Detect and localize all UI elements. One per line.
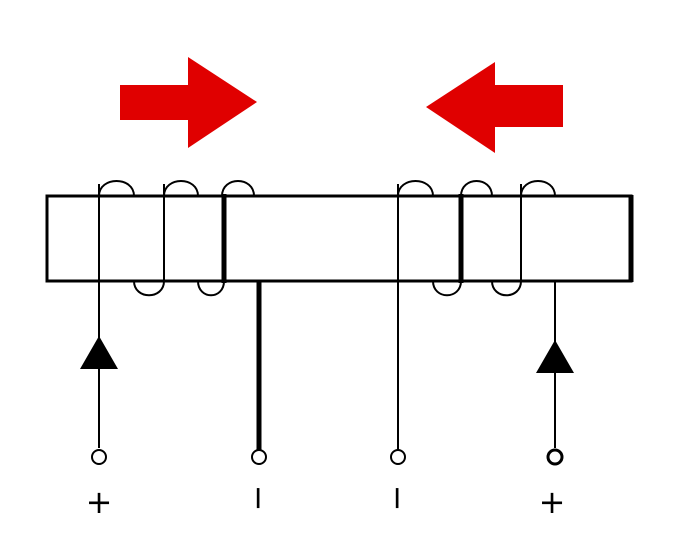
- left-red-arrow: [120, 57, 257, 148]
- right-coil-turn-2: [460, 180, 493, 197]
- left-coil-turn-3: [221, 180, 255, 197]
- right-coil: [397, 180, 556, 297]
- right-coil-under-2: [491, 280, 522, 297]
- left-coil-turn-1: [98, 180, 135, 197]
- terminal-1-label: +: [86, 483, 113, 521]
- terminal-2-circle: [251, 449, 267, 465]
- terminal-3-circle: [390, 449, 406, 465]
- left-coil-under-1: [133, 280, 165, 297]
- core-bar: [45, 194, 633, 283]
- terminal-4-circle: [546, 448, 564, 466]
- right-red-arrow: [426, 62, 563, 153]
- right-coil-turn-3: [520, 180, 556, 197]
- left-coil: [98, 180, 255, 297]
- right-current-arrow: [536, 340, 574, 373]
- left-coil-under-2: [197, 280, 225, 297]
- left-current-arrow: [80, 336, 118, 369]
- right-coil-turn-1: [397, 180, 434, 197]
- terminal-4-label: +: [539, 483, 566, 521]
- terminal-1-circle: [91, 449, 107, 465]
- terminal-2-label: −: [240, 485, 278, 512]
- terminal-3-label: −: [379, 485, 417, 512]
- right-coil-under-1: [432, 280, 462, 297]
- left-coil-turn-2: [163, 180, 199, 197]
